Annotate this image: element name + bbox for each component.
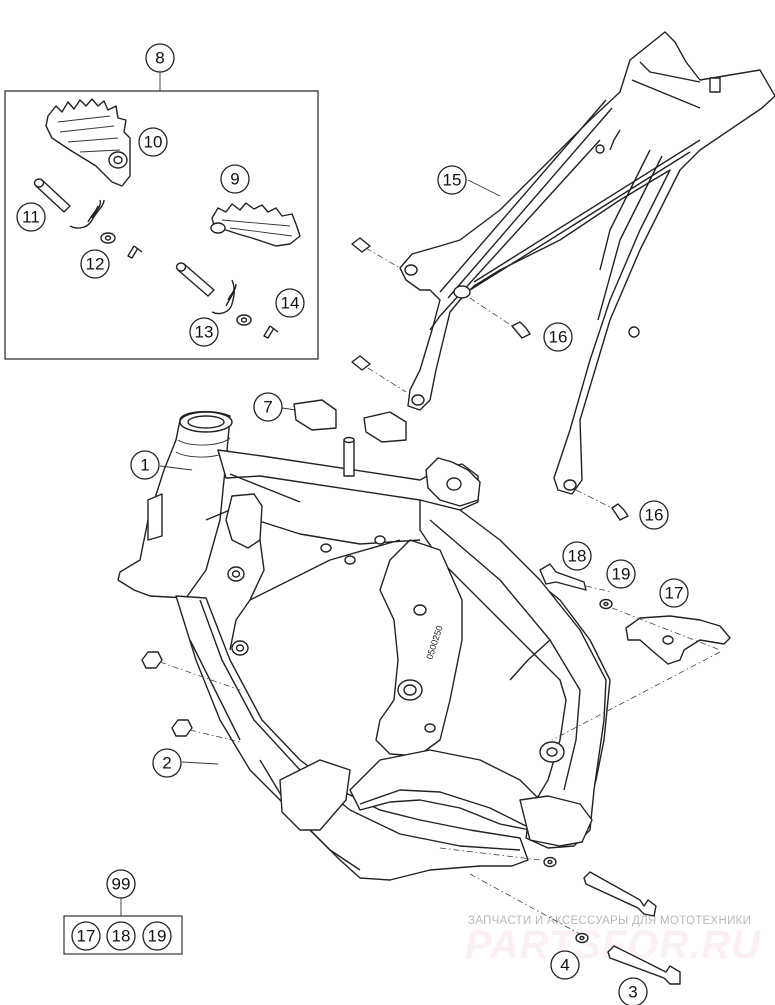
svg-text:16: 16 — [549, 328, 568, 347]
inset-frame — [4, 90, 319, 360]
callout-1: 1 — [130, 450, 160, 480]
kit-99 — [63, 897, 183, 955]
svg-text:17: 17 — [665, 584, 684, 603]
svg-text:12: 12 — [86, 255, 105, 274]
callout-8: 8 — [145, 43, 175, 73]
spring-right — [211, 279, 237, 315]
leader-lines — [159, 179, 501, 765]
sidestand-bracket — [539, 563, 731, 741]
svg-text:18: 18 — [568, 547, 587, 566]
svg-text:15: 15 — [443, 171, 462, 190]
svg-text:4: 4 — [560, 956, 569, 975]
watermark-logo: PARTSFOR.RU — [465, 923, 761, 967]
svg-text:7: 7 — [263, 398, 272, 417]
pin-right — [175, 262, 215, 297]
svg-text:8: 8 — [155, 49, 164, 68]
callout-11: 11 — [16, 202, 46, 232]
callout-kit-19: 19 — [142, 921, 172, 951]
callout-kit-17: 17 — [71, 921, 101, 951]
svg-text:2: 2 — [162, 754, 171, 773]
spring-left — [69, 199, 105, 229]
footpeg-right — [210, 202, 301, 247]
subframe-bolts — [351, 237, 629, 521]
callout-13: 13 — [189, 317, 219, 347]
callout-99: 99 — [106, 869, 136, 899]
callout-3: 3 — [618, 977, 648, 1005]
svg-text:17: 17 — [77, 927, 96, 946]
frame-nuts — [141, 651, 241, 743]
callout-4: 4 — [550, 950, 580, 980]
svg-text:14: 14 — [281, 294, 300, 313]
svg-text:9: 9 — [230, 170, 239, 189]
subframe — [399, 31, 775, 495]
svg-text:11: 11 — [22, 208, 40, 227]
callout-17: 17 — [659, 578, 689, 608]
callout-16b: 16 — [639, 500, 669, 530]
callout-9: 9 — [220, 164, 250, 194]
svg-text:19: 19 — [148, 927, 167, 946]
frame-bumpers — [293, 399, 407, 443]
callout-10: 10 — [138, 127, 168, 157]
kit-99-box — [63, 915, 183, 955]
clip-left — [127, 245, 143, 259]
main-frame: 0500250 — [117, 410, 611, 881]
footpeg-left — [45, 98, 131, 187]
callout-16a: 16 — [543, 322, 573, 352]
svg-text:99: 99 — [112, 875, 131, 894]
clip-right — [263, 325, 279, 339]
svg-text:10: 10 — [144, 133, 163, 152]
callout-18: 18 — [562, 541, 592, 571]
callout-19: 19 — [606, 559, 636, 589]
callout-14: 14 — [275, 288, 305, 318]
svg-text:18: 18 — [112, 927, 131, 946]
svg-text:13: 13 — [195, 323, 214, 342]
lower-bolts — [439, 847, 681, 985]
watermark-tagline: ЗАПЧАСТИ И АКСЕССУАРЫ ДЛЯ МОТОТЕХНИКИ — [468, 915, 751, 927]
callout-12: 12 — [80, 249, 110, 279]
callout-kit-18: 18 — [106, 921, 136, 951]
callout-15: 15 — [437, 165, 467, 195]
svg-text:1: 1 — [140, 456, 149, 475]
svg-text:19: 19 — [612, 565, 631, 584]
callout-2: 2 — [152, 748, 182, 778]
svg-text:3: 3 — [628, 983, 637, 1002]
callout-7: 7 — [253, 392, 283, 422]
pin-left — [33, 178, 71, 213]
footpeg-inset — [4, 72, 319, 360]
svg-text:16: 16 — [645, 506, 664, 525]
